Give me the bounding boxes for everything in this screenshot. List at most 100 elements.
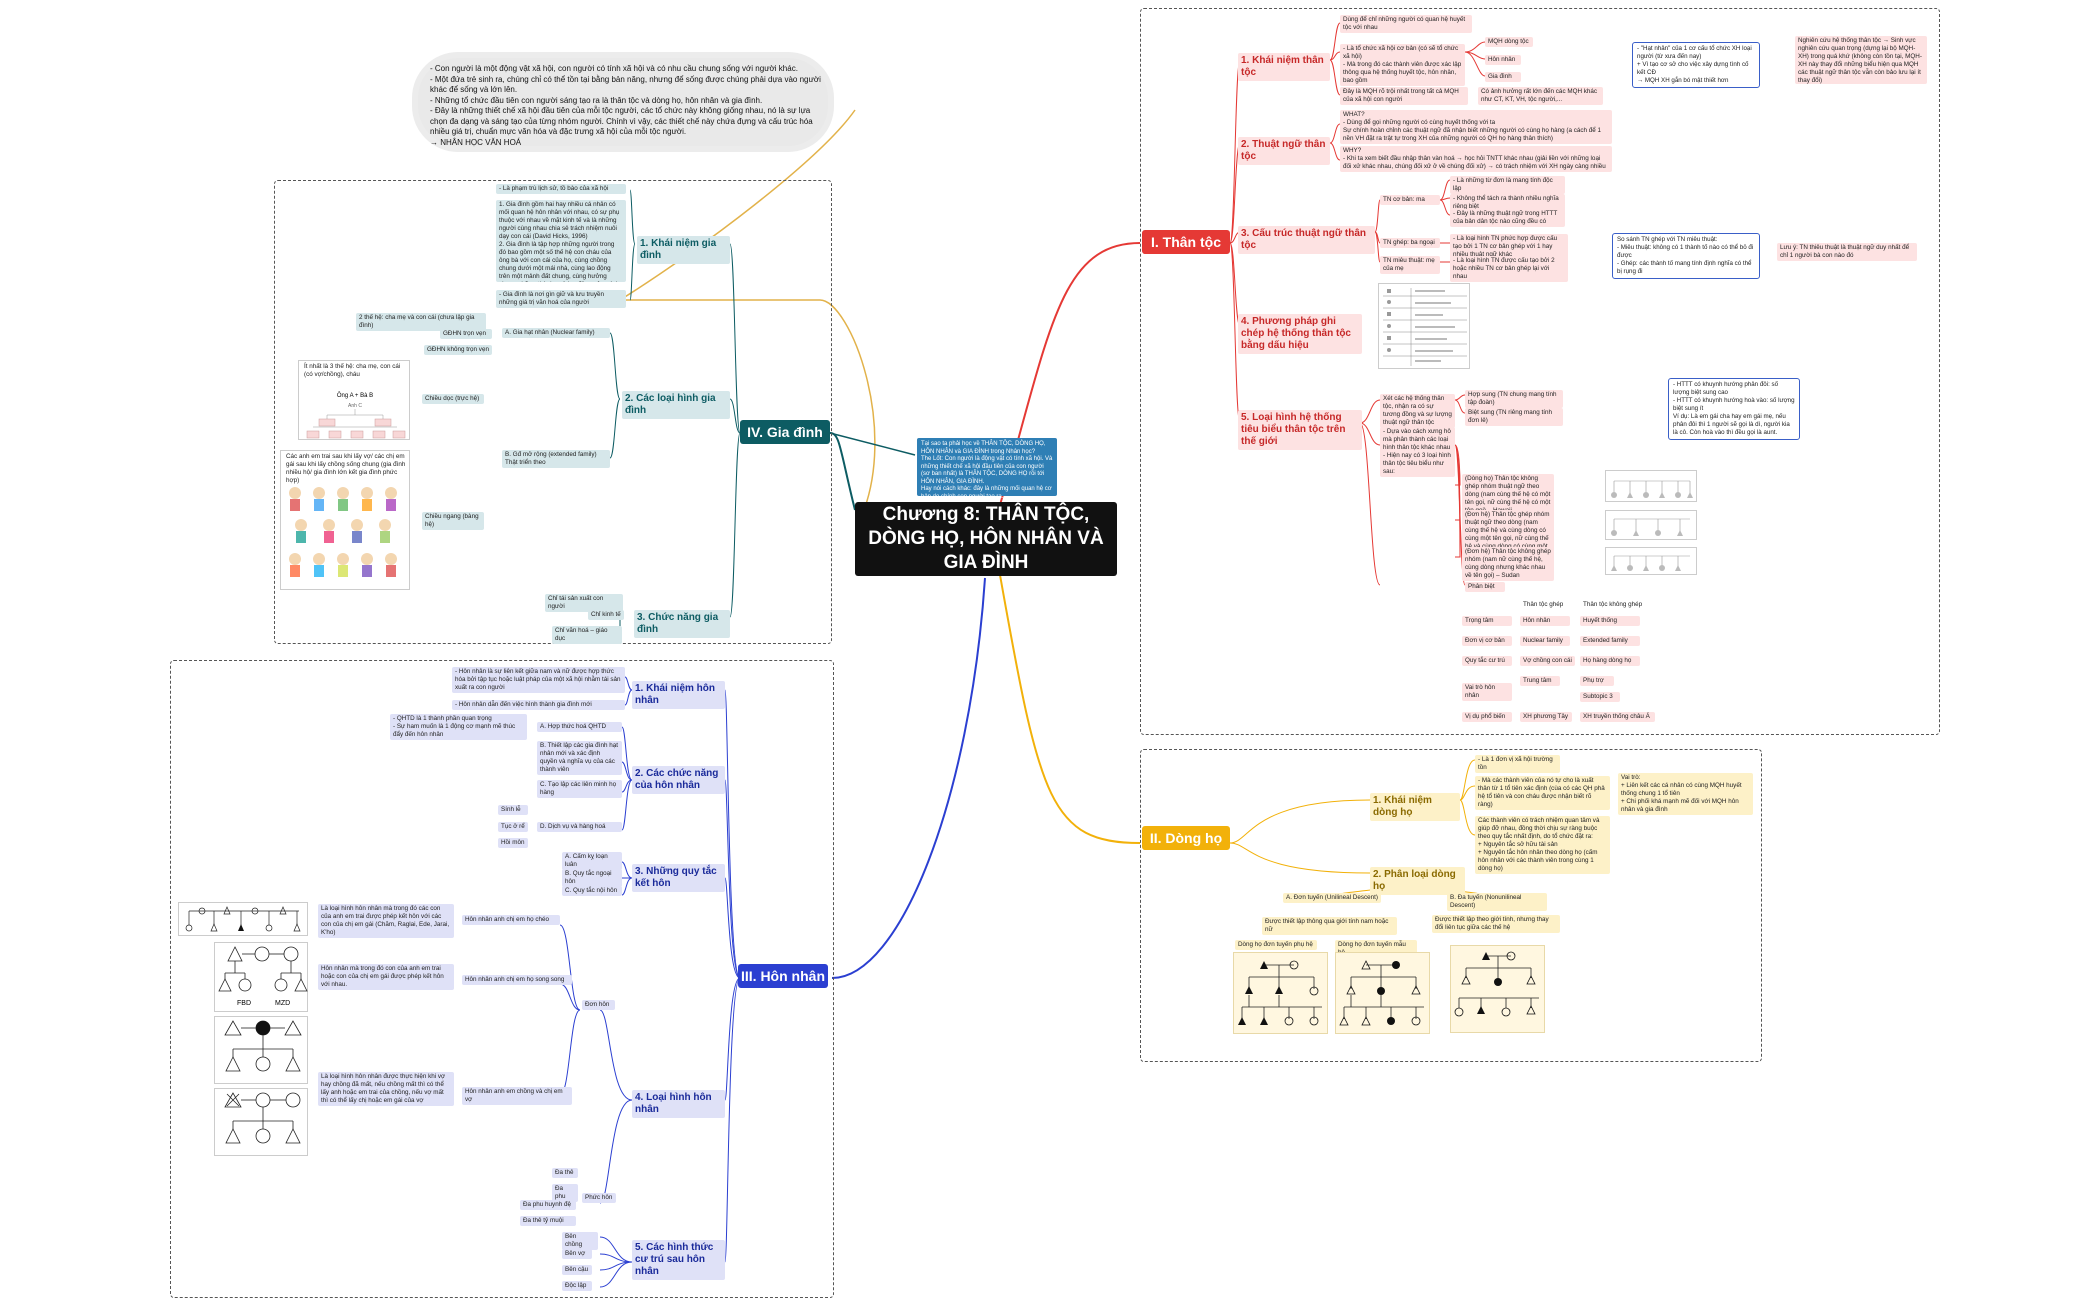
- than-toc-s3-note: So sánh TN ghép với TN miêu thuật: - Miê…: [1612, 233, 1760, 279]
- hon-nhan-s5a: Bên chồng: [562, 1232, 598, 1250]
- matrilineal-pedigree: [1335, 952, 1430, 1034]
- dong-ho-phan-loai[interactable]: 2. Phân loại dòng họ: [1370, 867, 1465, 895]
- hon-nhan-chuc-nang[interactable]: 2. Các chức năng của hôn nhân: [632, 766, 725, 794]
- gia-dinh-khai-niem[interactable]: 1. Khái niệm gia đình: [637, 236, 730, 264]
- than-toc-s3a3: - Đây là những thuật ngữ trong HTTT của …: [1450, 209, 1565, 227]
- hon-nhan-s3b: B. Quy tắc ngoại hôn: [562, 869, 622, 887]
- iroquois-pedigree-icon: [1611, 518, 1690, 536]
- hon-nhan-s4b1: Đa thê: [552, 1168, 578, 1178]
- dong-ho-s1c: Các thành viên có trách nhiệm quan tâm v…: [1475, 816, 1610, 874]
- than-toc-thuat-ngu[interactable]: 2. Thuật ngữ thân tộc: [1238, 137, 1330, 165]
- than-toc-s1c: Đây là MQH rõ trội nhất trong tất cả MQH…: [1340, 87, 1468, 105]
- gia-dinh-s2a: A. Gia hạt nhân (Nuclear family): [502, 328, 610, 338]
- hon-nhan-cu-tru[interactable]: 5. Các hình thức cư trú sau hôn nhân: [632, 1240, 725, 1280]
- table-r1-c0: Đơn vị cơ bản: [1462, 636, 1512, 646]
- branch-dong-ho[interactable]: II. Dòng họ: [1142, 826, 1230, 850]
- than-toc-s5a1: Hợp sung (TN chung mang tính tập đoàn): [1465, 390, 1563, 408]
- than-toc-cau-truc[interactable]: 3. Cấu trúc thuật ngữ thân tộc: [1238, 226, 1375, 254]
- sororate-pedigree: [214, 1088, 308, 1156]
- than-toc-s5a: Xét các hệ thống thân tộc, nhận ra có sự…: [1380, 394, 1455, 428]
- hon-nhan-s2d: D. Dịch vụ và hàng hoá: [537, 822, 622, 832]
- hon-nhan-s2c: C. Tạo lập các liên minh họ hàng: [537, 780, 622, 798]
- hon-nhan-s2d3: Hồi môn: [498, 838, 528, 848]
- dong-ho-s1b: - Mà các thành viên của nó tự cho là xuấ…: [1475, 776, 1610, 810]
- hon-nhan-s5d: Độc lập: [562, 1281, 592, 1291]
- hon-nhan-quy-tac[interactable]: 3. Những quy tắc kết hôn: [632, 864, 725, 892]
- cognatic-pedigree: [1450, 945, 1545, 1033]
- branch-gia-dinh[interactable]: IV. Gia đình: [740, 420, 830, 444]
- than-toc-s1b3: Gia đình: [1485, 72, 1521, 82]
- table-r5-c0: Vị dụ phổ biến: [1462, 712, 1512, 722]
- gia-dinh-s2b: B. Gđ mở rộng (extended family) Thật tri…: [502, 450, 610, 468]
- intro-note: - Con người là một động vật xã hội, con …: [430, 64, 821, 147]
- table-r3-c0: Vai trò hôn nhân: [1462, 683, 1512, 701]
- dong-ho-s1b1: Vai trò: + Liên kết các cá nhân có cùng …: [1618, 773, 1753, 815]
- gia-dinh-s2a1: GĐHN trọn vẹn: [440, 329, 492, 339]
- mzd-label: MZD: [275, 1000, 290, 1007]
- than-toc-s3c1: - Là loại hình TN được cấu tạo bởi 2 hoặ…: [1450, 256, 1568, 282]
- table-r1-c2: Extended family: [1580, 636, 1640, 646]
- cognatic-pedigree-icon: [1454, 951, 1539, 1017]
- family-cartoon-icon: [289, 487, 397, 577]
- dong-ho-s2a1: Được thiết lập thông qua giới tính nam h…: [1262, 917, 1397, 935]
- hon-nhan-don-hon: Đơn hôn: [582, 1000, 615, 1010]
- gia-dinh-s1c: - Gia đình là nơi gìn giữ và lưu truyền …: [496, 290, 626, 308]
- than-toc-note1: - "Hạt nhân" của 1 cơ cấu tổ chức XH loạ…: [1632, 42, 1760, 88]
- iroquois-diagram: [1605, 510, 1697, 540]
- hon-nhan-loai-hinh[interactable]: 4. Loại hình hôn nhân: [632, 1090, 725, 1118]
- than-toc-phuong-phap[interactable]: 4. Phương pháp ghi chép hệ thống thân tộ…: [1238, 314, 1362, 354]
- hon-nhan-s4a2-note: Hôn nhân mà trong đó con của anh em trai…: [318, 964, 454, 990]
- table-r0-c1: Hôn nhân: [1520, 616, 1570, 626]
- table-r2-c0: Quy tắc cư trú: [1462, 656, 1512, 666]
- table-r0-c0: Trọng tâm: [1462, 616, 1512, 626]
- hon-nhan-phuc-hon: Phức hôn: [582, 1193, 616, 1203]
- gia-dinh-s1a: - Là phạm trù lịch sử, tồ bào của xã hội: [496, 184, 626, 194]
- central-topic[interactable]: Chương 8: THÂN TỘC, DÒNG HỌ, HÔN NHÂN VÀ…: [855, 502, 1117, 576]
- than-toc-loai-hinh[interactable]: 5. Loại hình hệ thống tiêu biểu thân tộc…: [1238, 410, 1362, 450]
- hon-nhan-khai-niem[interactable]: 1. Khái niệm hôn nhân: [632, 681, 725, 709]
- info-box: Tại sao ta phải học về THÂN TỘC, DÒNG HỌ…: [917, 438, 1057, 500]
- than-toc-s3c: TN miêu thuật: mẹ của mẹ: [1380, 256, 1440, 274]
- gia-dinh-s2b1: Chiều dọc (trực hệ): [422, 394, 484, 404]
- gia-dinh-chuc-nang[interactable]: 3. Chức năng gia đình: [634, 610, 730, 638]
- hon-nhan-s4a2: Hôn nhân anh chị em họ song song: [462, 975, 572, 985]
- table-head-1: Thân tộc ghép: [1523, 601, 1564, 608]
- than-toc-s5a2: Biệt sung (TN riêng mang tính đơn lẻ): [1465, 408, 1563, 426]
- dong-ho-s2b1: Được thiết lập theo giới tính, nhưng tha…: [1432, 915, 1560, 933]
- table-head-2: Thân tộc không ghép: [1583, 601, 1643, 608]
- than-toc-s3a: TN cơ bản: ma: [1380, 195, 1440, 205]
- gia-dinh-s2b2: Chiều ngang (bàng hệ): [422, 512, 484, 530]
- table-r3-c2: Phụ trợ: [1580, 676, 1614, 686]
- gia-dinh-s3b: Chỉ kinh tế: [588, 610, 624, 620]
- gia-dinh-loai-hinh[interactable]: 2. Các loại hình gia đình: [622, 391, 730, 419]
- branch-than-toc[interactable]: I. Thân tộc: [1142, 230, 1230, 254]
- table-r2-c2: Họ hàng dòng họ: [1580, 656, 1640, 666]
- dong-ho-khai-niem[interactable]: 1. Khái niệm dòng họ: [1370, 793, 1460, 821]
- tree-top-label: Ông A + Bà B: [337, 392, 373, 399]
- table-r5-c2: XH truyền thống châu Á: [1580, 712, 1655, 722]
- hon-nhan-s5c: Bên cậu: [562, 1265, 592, 1275]
- than-toc-s5b: - Dựa vào cách xưng hô mà phân thành các…: [1380, 427, 1455, 477]
- family-tree-icon: Ông A + Bà B Anh C: [306, 392, 406, 439]
- hon-nhan-s2d1: Sính lễ: [498, 805, 528, 815]
- than-toc-s1b1: MQH dòng tộc: [1485, 37, 1533, 47]
- table-r5-c1: XH phương Tây: [1520, 712, 1572, 722]
- hon-nhan-s4b2: Đa phu: [552, 1184, 578, 1202]
- than-toc-s5b3: (Đơn hệ) Thân tộc không ghép nhóm (nam n…: [1462, 547, 1554, 581]
- table-r0-c2: Huyết thống: [1580, 616, 1640, 626]
- frame-dong-ho: [1140, 749, 1762, 1062]
- hon-nhan-s2a1: - QHTD là 1 thành phần quan trọng - Sự h…: [390, 714, 527, 740]
- gia-dinh-s3c: Chỉ văn hoá – giáo dục: [552, 626, 622, 644]
- levirate-pedigree: [214, 1016, 308, 1084]
- than-toc-khai-niem[interactable]: 1. Khái niệm thân tộc: [1238, 53, 1330, 81]
- gia-dinh-s2a2: GĐHN không trọn vẹn: [424, 345, 492, 355]
- frame-hon-nhan: [170, 660, 834, 1298]
- patrilineal-pedigree-icon: [1238, 960, 1322, 1026]
- dong-ho-s2a2: Dòng họ đơn tuyến phụ hệ: [1235, 940, 1317, 950]
- hon-nhan-s2b: B. Thiết lập các gia đình hạt nhân mới v…: [537, 741, 622, 775]
- horizontal-family-note: Các anh em trai sau khi lấy vợ/ các chị …: [286, 453, 406, 484]
- gia-dinh-s1b: 1. Gia đình gồm hai hay nhiều cá nhân có…: [496, 200, 626, 282]
- branch-hon-nhan[interactable]: III. Hôn nhân: [738, 964, 828, 988]
